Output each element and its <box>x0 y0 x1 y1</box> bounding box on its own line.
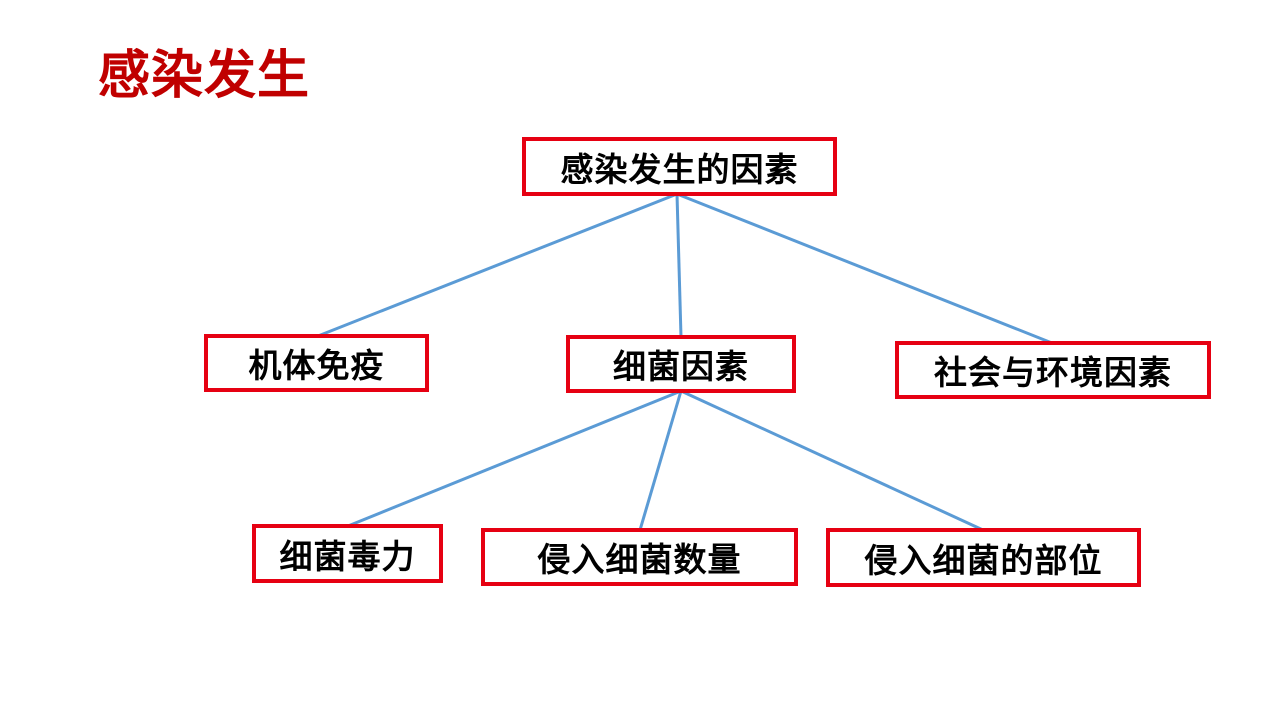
node-invasion-site: 侵入细菌的部位 <box>826 528 1141 587</box>
connector-root-to-social <box>676 192 1053 345</box>
node-social-environment: 社会与环境因素 <box>895 341 1211 399</box>
connector-root-to-immunity <box>317 192 678 338</box>
connector-bacteria-to-quantity <box>638 390 683 531</box>
connector-root-to-bacteria <box>675 193 683 338</box>
slide-title: 感染发生 <box>98 46 311 106</box>
connector-bacteria-to-site <box>680 389 984 532</box>
node-bacterial-virulence: 细菌毒力 <box>252 524 443 583</box>
node-bacterial-factors: 细菌因素 <box>566 335 796 393</box>
connector-bacteria-to-virulence <box>347 389 682 528</box>
node-root: 感染发生的因素 <box>522 137 837 196</box>
node-bacterial-quantity: 侵入细菌数量 <box>481 528 798 586</box>
node-host-immunity: 机体免疫 <box>204 334 429 392</box>
